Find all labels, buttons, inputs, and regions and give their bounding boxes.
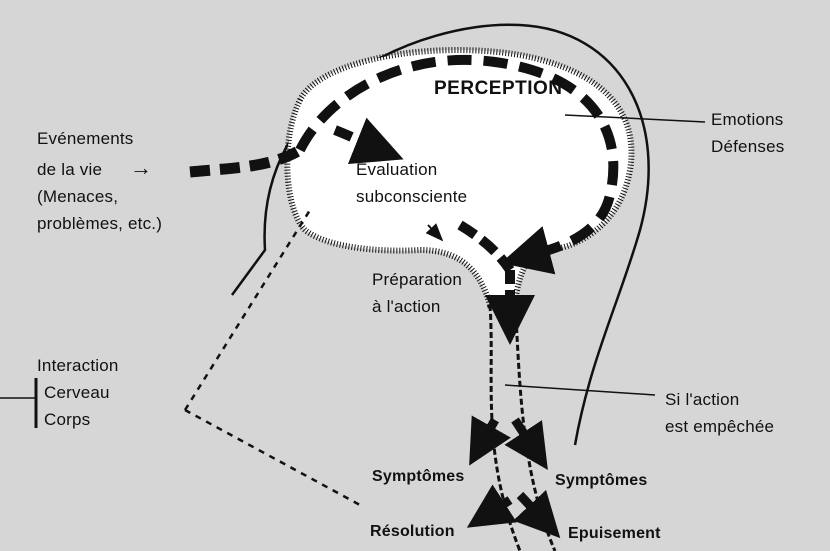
events-label-4: problèmes, etc.) [37,211,162,237]
emotions-label: Emotions [711,107,783,133]
defenses-label: Défenses [711,134,784,160]
evaluation-label-1: Evaluation [356,157,437,183]
resolution-arrow [482,500,510,518]
preparation-label-2: à l'action [372,294,441,320]
exhaustion-arrow [520,495,548,525]
symptoms-left-label: Symptômes [372,464,465,490]
evaluation-label-2: subconsciente [356,184,467,210]
exhaustion-label: Epuisement [568,521,661,547]
events-arrow: → [130,155,152,181]
interaction-body: Corps [44,407,90,433]
events-label-1: Evénements [37,126,134,152]
interaction-title: Interaction [37,353,119,379]
blocked-line [505,385,655,395]
events-label-3: (Menaces, [37,184,118,210]
symptoms-right-label: Symptômes [555,468,648,494]
interaction-dashed [185,210,360,505]
interaction-brain: Cerveau [44,380,110,406]
events-label-2: de la vie [37,157,102,183]
blocked-label-1: Si l'action [665,387,739,413]
input-arrow [190,150,300,172]
resolution-label: Résolution [370,519,455,545]
preparation-label-1: Préparation [372,267,462,293]
symptoms-right-arrow [515,420,538,455]
perception-label: PERCEPTION [434,76,563,102]
blocked-label-2: est empêchée [665,414,774,440]
